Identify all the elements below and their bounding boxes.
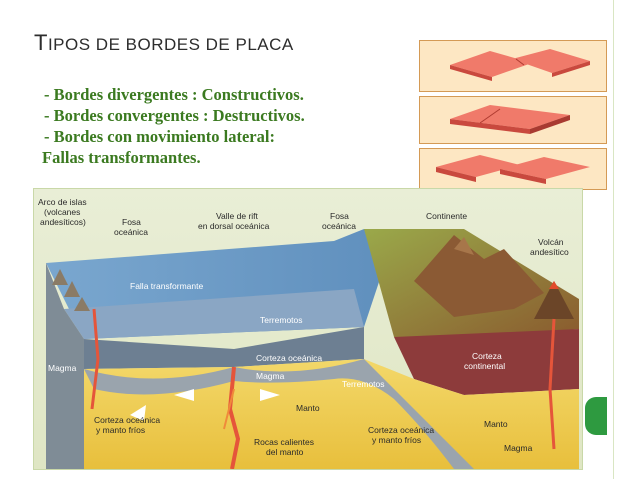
label-rift-valley: Valle de rift — [216, 211, 259, 221]
convergent-boundary-thumbnail — [419, 96, 607, 144]
label-trench-1: Fosa — [122, 217, 141, 227]
label-trench-2-line2: oceánica — [322, 221, 356, 231]
plate-boundaries-diagram: Arco de islas (volcanes andesíticos) Fos… — [33, 188, 583, 470]
label-magma-left: Magma — [48, 363, 77, 373]
label-cold-crust-right: Corteza oceánica — [368, 425, 434, 435]
label-mantle-right: Manto — [484, 419, 508, 429]
label-cold-crust-left: Corteza oceánica — [94, 415, 160, 425]
label-hot-mantle-rocks: Rocas calientes — [254, 437, 314, 447]
label-transform-fault: Falla transformante — [130, 281, 203, 291]
bullet-list: - Bordes divergentes : Constructivos. - … — [42, 84, 305, 168]
label-oceanic-crust: Corteza oceánica — [256, 353, 322, 363]
bullet-item: - Bordes con movimiento lateral: — [44, 127, 275, 146]
bullet-item: Fallas transformantes. — [42, 148, 201, 167]
bullet-item: - Bordes divergentes : Constructivos. — [44, 85, 304, 104]
label-continental-crust: Corteza — [472, 351, 502, 361]
bullet-item: - Bordes convergentes : Destructivos. — [44, 106, 305, 125]
divergent-boundary-thumbnail — [419, 40, 607, 92]
label-hot-mantle-rocks-line2: del manto — [266, 447, 304, 457]
label-island-arc: Arco de islas — [38, 197, 87, 207]
label-island-arc-line2: (volcanes — [44, 207, 80, 217]
label-volcano: Volcán — [538, 237, 564, 247]
label-cold-crust-right-line2: y manto fríos — [372, 435, 421, 445]
label-magma-center: Magma — [256, 371, 285, 381]
slide-accent-shape — [585, 397, 607, 435]
label-volcano-line2: andesítico — [530, 247, 569, 257]
label-magma-right: Magma — [504, 443, 533, 453]
slide-title: TIPOS DE BORDES DE PLACA — [34, 30, 294, 55]
slide-divider — [613, 0, 614, 479]
transform-boundary-thumbnail — [419, 148, 607, 190]
label-mantle-center: Manto — [296, 403, 320, 413]
label-earthquakes-2: Terremotos — [342, 379, 385, 389]
label-trench-2: Fosa — [330, 211, 349, 221]
label-earthquakes-1: Terremotos — [260, 315, 303, 325]
label-continental-crust-line2: continental — [464, 361, 505, 371]
label-cold-crust-left-line2: y manto fríos — [96, 425, 145, 435]
label-trench-1-line2: oceánica — [114, 227, 148, 237]
label-continent: Continente — [426, 211, 467, 221]
label-island-arc-line3: andesíticos) — [40, 217, 86, 227]
label-rift-valley-line2: en dorsal oceánica — [198, 221, 270, 231]
